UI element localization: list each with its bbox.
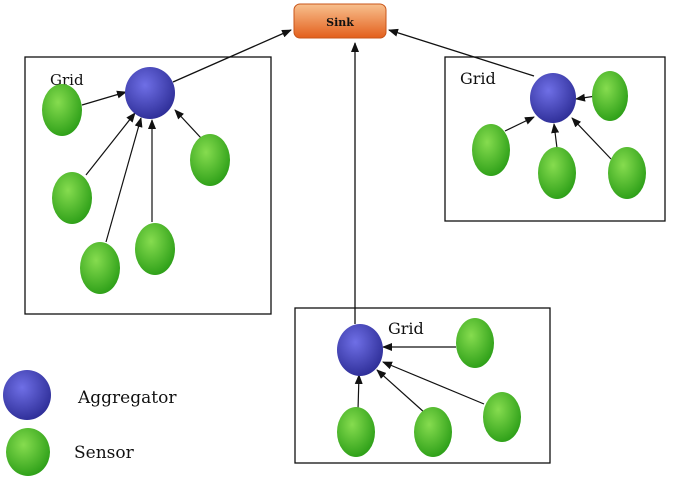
arrow-sensor-right-2 bbox=[504, 116, 535, 132]
arrow-left-aggregator-to-sink bbox=[172, 29, 292, 83]
legend: Aggregator Sensor bbox=[3, 370, 177, 476]
sensor-right-2 bbox=[472, 124, 510, 176]
legend-aggregator-icon bbox=[3, 370, 51, 420]
sensor-bottom-4 bbox=[483, 392, 521, 442]
arrow-sensor-left-2 bbox=[85, 112, 136, 176]
aggregator-bottom bbox=[337, 324, 383, 376]
sensor-bottom-1 bbox=[456, 318, 494, 368]
grid-right-box bbox=[444, 56, 666, 222]
sensor-left-2 bbox=[52, 172, 92, 224]
sink-node: Sink bbox=[293, 3, 387, 39]
arrow-sensor-bottom-3 bbox=[376, 369, 426, 414]
arrow-sensor-left-3 bbox=[105, 117, 143, 243]
arrow-right-aggregator-to-sink bbox=[388, 28, 535, 77]
arrow-sensor-bottom-4 bbox=[382, 361, 485, 405]
sensor-left-3 bbox=[80, 242, 120, 294]
sensor-left-4 bbox=[135, 223, 175, 275]
arrow-sensor-right-4 bbox=[571, 117, 612, 160]
legend-sensor-icon bbox=[6, 428, 50, 476]
arrow-sensor-left-5 bbox=[174, 109, 202, 139]
legend-aggregator-label: Aggregator bbox=[77, 388, 177, 408]
sensor-right-4 bbox=[608, 147, 646, 199]
legend-sensor-label: Sensor bbox=[74, 443, 135, 463]
arrow-sensor-bottom-2 bbox=[354, 374, 363, 411]
sensor-bottom-3 bbox=[414, 407, 452, 457]
arrow-sensor-right-3 bbox=[551, 123, 560, 149]
sensor-right-3 bbox=[538, 147, 576, 199]
sink-label: Sink bbox=[326, 16, 354, 29]
sensor-left-1 bbox=[42, 84, 82, 136]
aggregator-right bbox=[530, 73, 576, 123]
sensor-bottom-2 bbox=[337, 407, 375, 457]
sensor-right-1 bbox=[592, 71, 628, 121]
grid-right-label: Grid bbox=[460, 69, 496, 88]
grid-bottom-label: Grid bbox=[388, 319, 424, 338]
sensor-left-5 bbox=[190, 134, 230, 186]
grid-left-box bbox=[24, 56, 272, 315]
grid-bottom-box bbox=[294, 307, 551, 464]
aggregator-left bbox=[125, 67, 175, 119]
arrow-sensor-left-1 bbox=[81, 90, 127, 106]
